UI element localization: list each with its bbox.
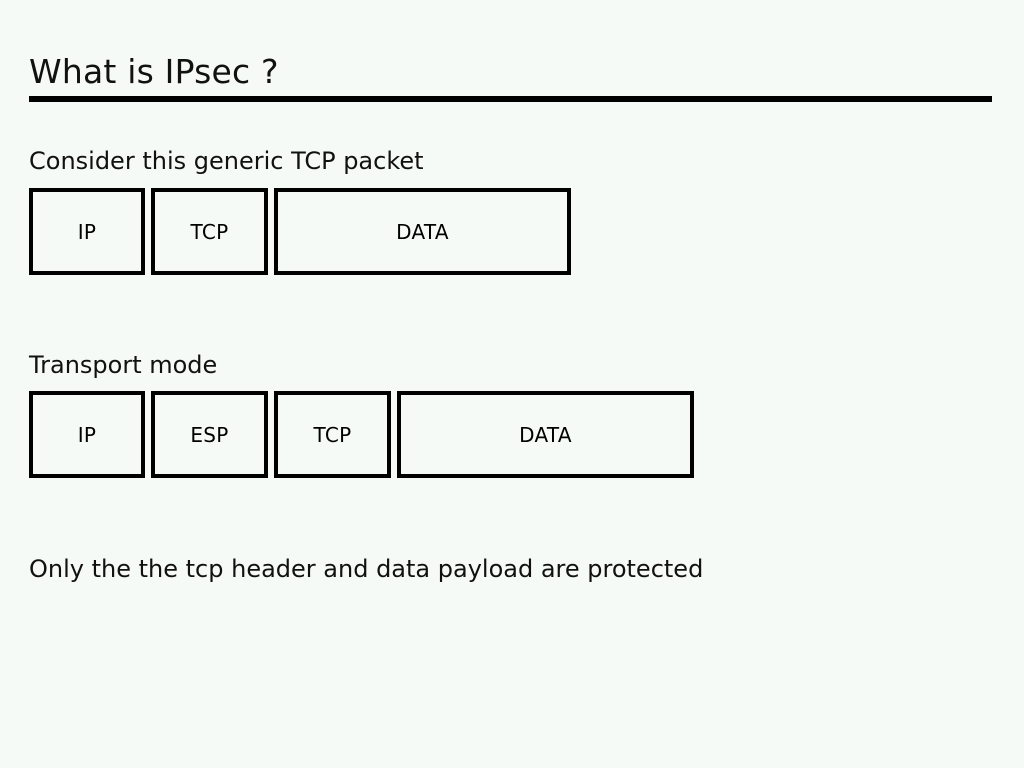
transport-mode-caption: Transport mode: [29, 351, 218, 379]
packet-field-data: DATA: [397, 391, 694, 478]
transport-mode-note: Only the the tcp header and data payload…: [29, 555, 704, 583]
packet-field-label: TCP: [190, 219, 229, 244]
page-title: What is IPsec ?: [29, 52, 279, 91]
packet-field-esp: ESP: [151, 391, 268, 478]
packet-field-label: ESP: [190, 422, 229, 447]
generic-packet-diagram: IP TCP DATA: [29, 188, 571, 275]
packet-field-tcp: TCP: [274, 391, 391, 478]
packet-field-data: DATA: [274, 188, 571, 275]
packet-field-label: TCP: [313, 422, 352, 447]
transport-mode-packet-diagram: IP ESP TCP DATA: [29, 391, 694, 478]
packet-field-tcp: TCP: [151, 188, 268, 275]
packet-field-label: DATA: [396, 219, 449, 244]
generic-packet-caption: Consider this generic TCP packet: [29, 147, 424, 175]
packet-field-label: DATA: [519, 422, 572, 447]
packet-field-label: IP: [77, 219, 97, 244]
packet-field-ip: IP: [29, 391, 145, 478]
packet-field-label: IP: [77, 422, 97, 447]
title-divider: [29, 96, 992, 102]
packet-field-ip: IP: [29, 188, 145, 275]
